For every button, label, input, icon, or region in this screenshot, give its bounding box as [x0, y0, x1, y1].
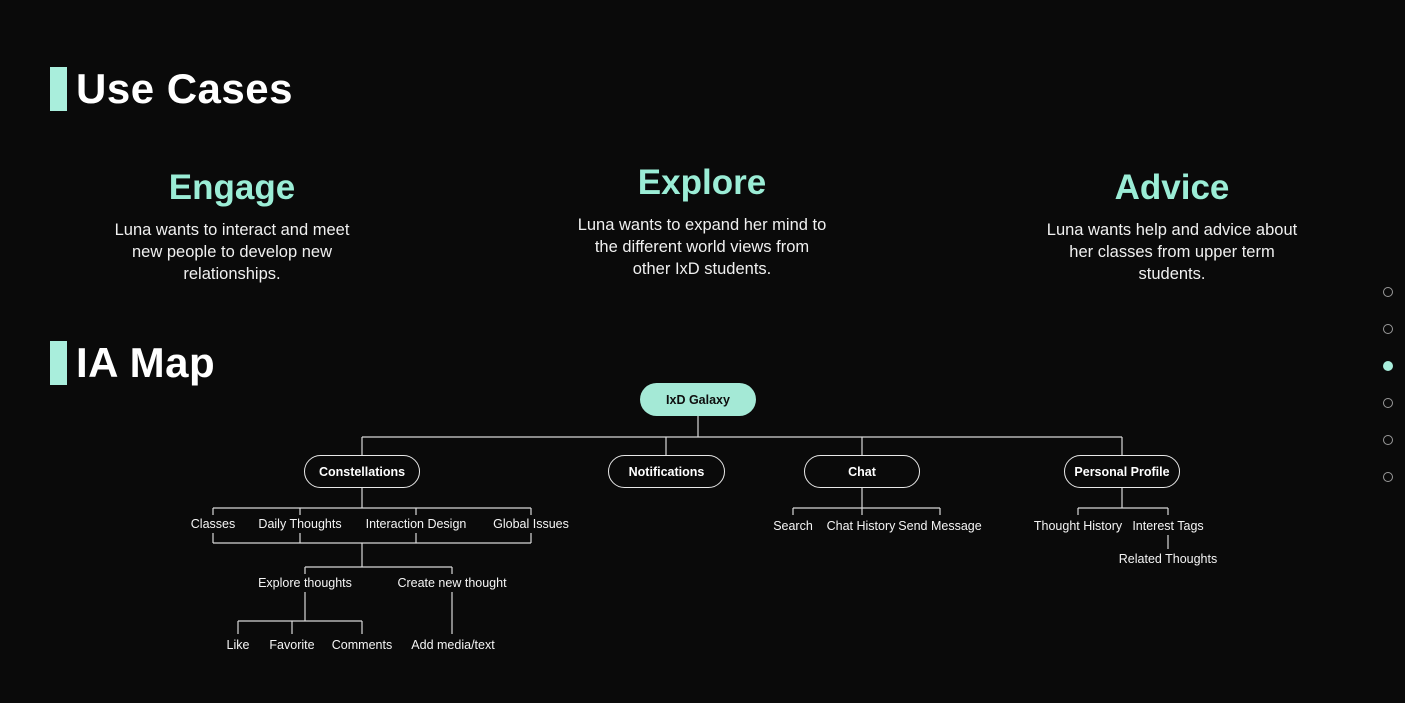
section-title-text: IA Map — [76, 339, 216, 386]
use-case-card-engage: Engage Luna wants to interact and meet n… — [82, 168, 382, 285]
tree-node-send-message: Send Message — [898, 519, 982, 533]
card-body: Luna wants to interact and meet new peop… — [82, 219, 382, 285]
tree-node-notifications: Notifications — [608, 455, 725, 488]
tree-node-related-thoughts: Related Thoughts — [1118, 552, 1218, 566]
slide-pagination — [1383, 287, 1393, 482]
card-body-line: Luna wants to expand her mind to — [577, 216, 827, 234]
card-body: Luna wants help and advice about her cla… — [1022, 219, 1322, 285]
card-heading: Advice — [1114, 168, 1230, 207]
tree-node-chat-history: Chat History — [826, 519, 896, 533]
tree-node-explore-thoughts: Explore thoughts — [258, 576, 352, 590]
tree-node-create-new-thought: Create new thought — [397, 576, 507, 590]
use-case-card-advice: Advice Luna wants help and advice about … — [1022, 168, 1322, 285]
title-accent-bar — [50, 341, 67, 385]
card-body-line: other IxD students. — [632, 260, 772, 278]
card-body-line: her classes from upper term — [1069, 243, 1275, 261]
tree-node-like: Like — [226, 638, 250, 652]
card-heading: Engage — [168, 168, 296, 207]
ia-map-section-title: IA Map — [50, 340, 215, 386]
card-body-line: relationships. — [183, 265, 281, 283]
pagination-dot[interactable] — [1383, 435, 1393, 445]
card-heading: Explore — [637, 163, 767, 202]
tree-node-comments: Comments — [331, 638, 393, 652]
card-body-line: the different world views from — [594, 238, 810, 256]
card-body-line: Luna wants to interact and meet — [114, 221, 350, 239]
tree-node-search: Search — [773, 519, 813, 533]
tree-node-constellations: Constellations — [304, 455, 420, 488]
tree-node-interest-tags: Interest Tags — [1132, 519, 1204, 533]
tree-node-personal-profile: Personal Profile — [1064, 455, 1180, 488]
card-body: Luna wants to expand her mind to the dif… — [552, 214, 852, 280]
tree-node-add-media-text: Add media/text — [411, 638, 495, 652]
section-title-text: Use Cases — [76, 65, 293, 112]
pagination-dot-active[interactable] — [1383, 361, 1393, 371]
use-cases-section-title: Use Cases — [50, 66, 293, 112]
pagination-dot[interactable] — [1383, 287, 1393, 297]
tree-node-chat: Chat — [804, 455, 920, 488]
card-body-line: Luna wants help and advice about — [1046, 221, 1298, 239]
tree-node-ixd-galaxy: IxD Galaxy — [640, 383, 756, 416]
use-case-card-explore: Explore Luna wants to expand her mind to… — [552, 163, 852, 280]
pagination-dot[interactable] — [1383, 472, 1393, 482]
pagination-dot[interactable] — [1383, 398, 1393, 408]
tree-node-classes: Classes — [190, 517, 236, 531]
card-body-line: new people to develop new — [132, 243, 332, 261]
tree-node-global-issues: Global Issues — [493, 517, 569, 531]
card-body-line: students. — [1138, 265, 1206, 283]
pagination-dot[interactable] — [1383, 324, 1393, 334]
tree-node-favorite: Favorite — [269, 638, 315, 652]
tree-node-daily-thoughts: Daily Thoughts — [258, 517, 342, 531]
title-accent-bar — [50, 67, 67, 111]
tree-node-interaction-design: Interaction Design — [365, 517, 467, 531]
tree-node-thought-history: Thought History — [1033, 519, 1123, 533]
